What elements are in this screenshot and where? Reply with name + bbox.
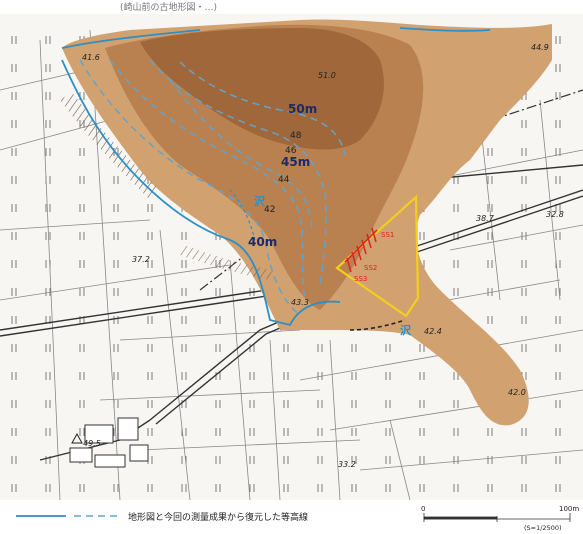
scale-bar	[423, 513, 571, 522]
scale-max: 100m	[559, 505, 579, 513]
scale-zero: 0	[421, 505, 425, 513]
creek-line-1	[229, 189, 256, 241]
site-code-ss1: SS1	[381, 231, 394, 239]
header-text: (崎山前の古地形図・…)	[120, 1, 217, 13]
excavation-site-outline	[335, 194, 420, 318]
spot-height-42-4: 42.4	[424, 327, 442, 336]
spot-height-32-8: 32.8	[546, 210, 564, 219]
contour-label-45: 45m	[281, 155, 310, 169]
spot-height-41-6: 41.6	[82, 53, 100, 62]
spot-height-33-2: 33.2	[338, 460, 356, 469]
creek-label-2: 沢	[400, 323, 412, 337]
contour-label-44: 44	[278, 175, 290, 185]
spot-height-42-0: 42.0	[508, 388, 526, 397]
contour-label-42: 42	[264, 205, 275, 215]
contour-upper-solid	[61, 27, 491, 49]
site-code-ss2: SS2	[364, 264, 377, 272]
terrain-dark	[140, 28, 384, 150]
spot-height-51-0: 51.0	[318, 71, 336, 80]
scale-ratio: (S=1/2500)	[524, 524, 562, 532]
spot-height-49-5: 49.5	[83, 439, 101, 448]
spot-heights: 51.0 44.9 41.6 38.7 32.8 37.2 43.3 42.4 …	[82, 43, 564, 469]
contour-label-40: 40m	[248, 235, 277, 249]
contour-label-46: 46	[285, 146, 297, 156]
dashed-contours	[79, 59, 346, 316]
buildings	[69, 417, 149, 468]
trench-marks	[344, 227, 378, 273]
triangulation-point-icon	[71, 432, 83, 444]
creek-line-2	[349, 319, 406, 331]
spot-height-37-2: 37.2	[132, 255, 150, 264]
creek-label-1: 沢	[254, 194, 266, 208]
header-band	[0, 0, 583, 14]
spot-height-38-7: 38.7	[476, 214, 495, 223]
legend-text: 地形図と今回の測量成果から復元した等高線	[128, 511, 308, 523]
contour-label-48: 48	[290, 131, 302, 141]
site-code-ss3: SS3	[354, 275, 367, 283]
spot-height-44-9: 44.9	[531, 43, 549, 52]
contour-label-50: 50m	[288, 102, 317, 116]
contour-40-solid	[61, 59, 341, 327]
spot-height-43-3: 43.3	[291, 298, 309, 307]
